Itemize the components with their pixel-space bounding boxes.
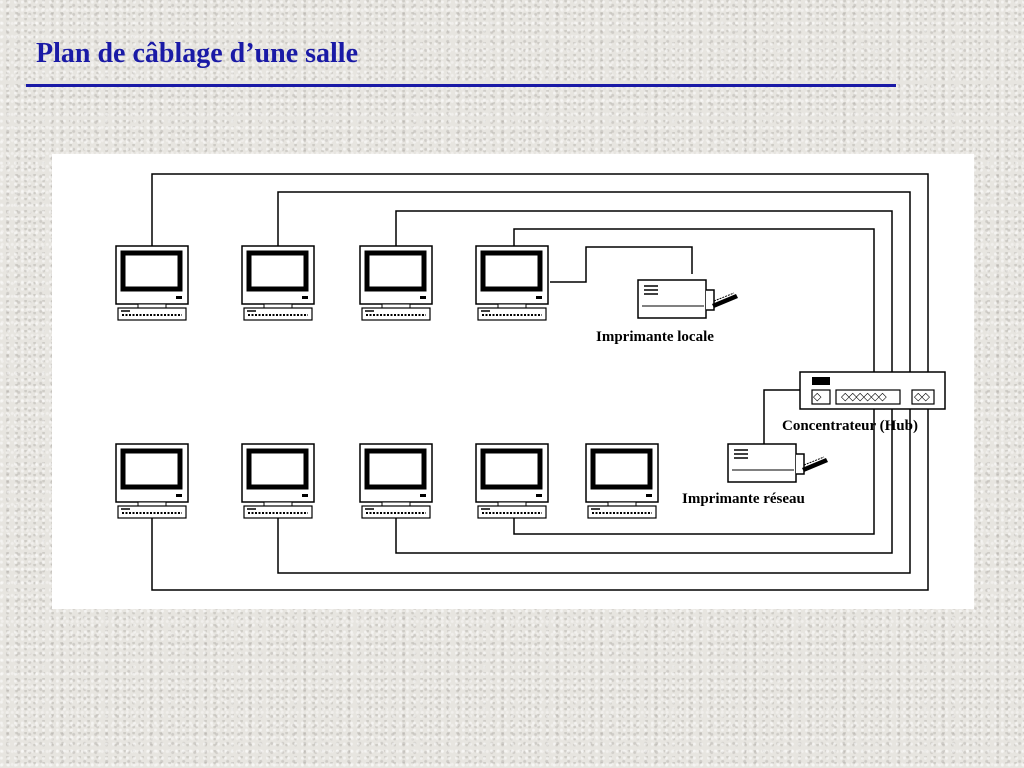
cable-bottom-1 bbox=[151, 409, 929, 591]
cable-bottom-2 bbox=[277, 409, 911, 574]
cable-bottom-4 bbox=[513, 409, 875, 535]
hub-port-left: ◇ bbox=[813, 391, 822, 403]
computer-icon bbox=[242, 444, 314, 518]
slide-title: Plan de câblage d’une salle bbox=[36, 38, 359, 69]
computer-icon bbox=[586, 444, 658, 518]
computer-icon bbox=[476, 246, 548, 320]
computer-icon bbox=[116, 444, 188, 518]
title-underline bbox=[26, 84, 896, 87]
cable-top-2 bbox=[277, 191, 911, 390]
cable-top-4 bbox=[513, 228, 875, 390]
label-local-printer: Imprimante locale bbox=[596, 329, 714, 345]
diagram-panel: ◇ ◇◇◇◇◇◇ ◇◇ Imprimante locale Concentrat… bbox=[52, 154, 974, 609]
label-hub: Concentrateur (Hub) bbox=[782, 418, 918, 434]
cabling-diagram bbox=[52, 173, 946, 591]
printer-icon bbox=[727, 443, 829, 483]
computer-icon bbox=[476, 444, 548, 518]
label-network-printer: Imprimante réseau bbox=[682, 491, 805, 507]
cable-local-printer bbox=[550, 246, 693, 283]
hub-ports-middle: ◇◇◇◇◇◇ bbox=[841, 391, 887, 403]
computer-icon bbox=[242, 246, 314, 320]
cable-top-3 bbox=[395, 210, 893, 390]
printer-icon bbox=[637, 279, 739, 319]
computer-icon bbox=[116, 246, 188, 320]
computer-icon bbox=[360, 246, 432, 320]
computer-icon bbox=[360, 444, 432, 518]
hub-ports-right: ◇◇ bbox=[914, 391, 930, 403]
cable-bottom-3 bbox=[395, 409, 893, 554]
cabling bbox=[151, 173, 929, 591]
cable-top-1 bbox=[151, 173, 929, 390]
hub-icon bbox=[799, 371, 946, 410]
cable-hub-network-printer bbox=[763, 389, 800, 444]
